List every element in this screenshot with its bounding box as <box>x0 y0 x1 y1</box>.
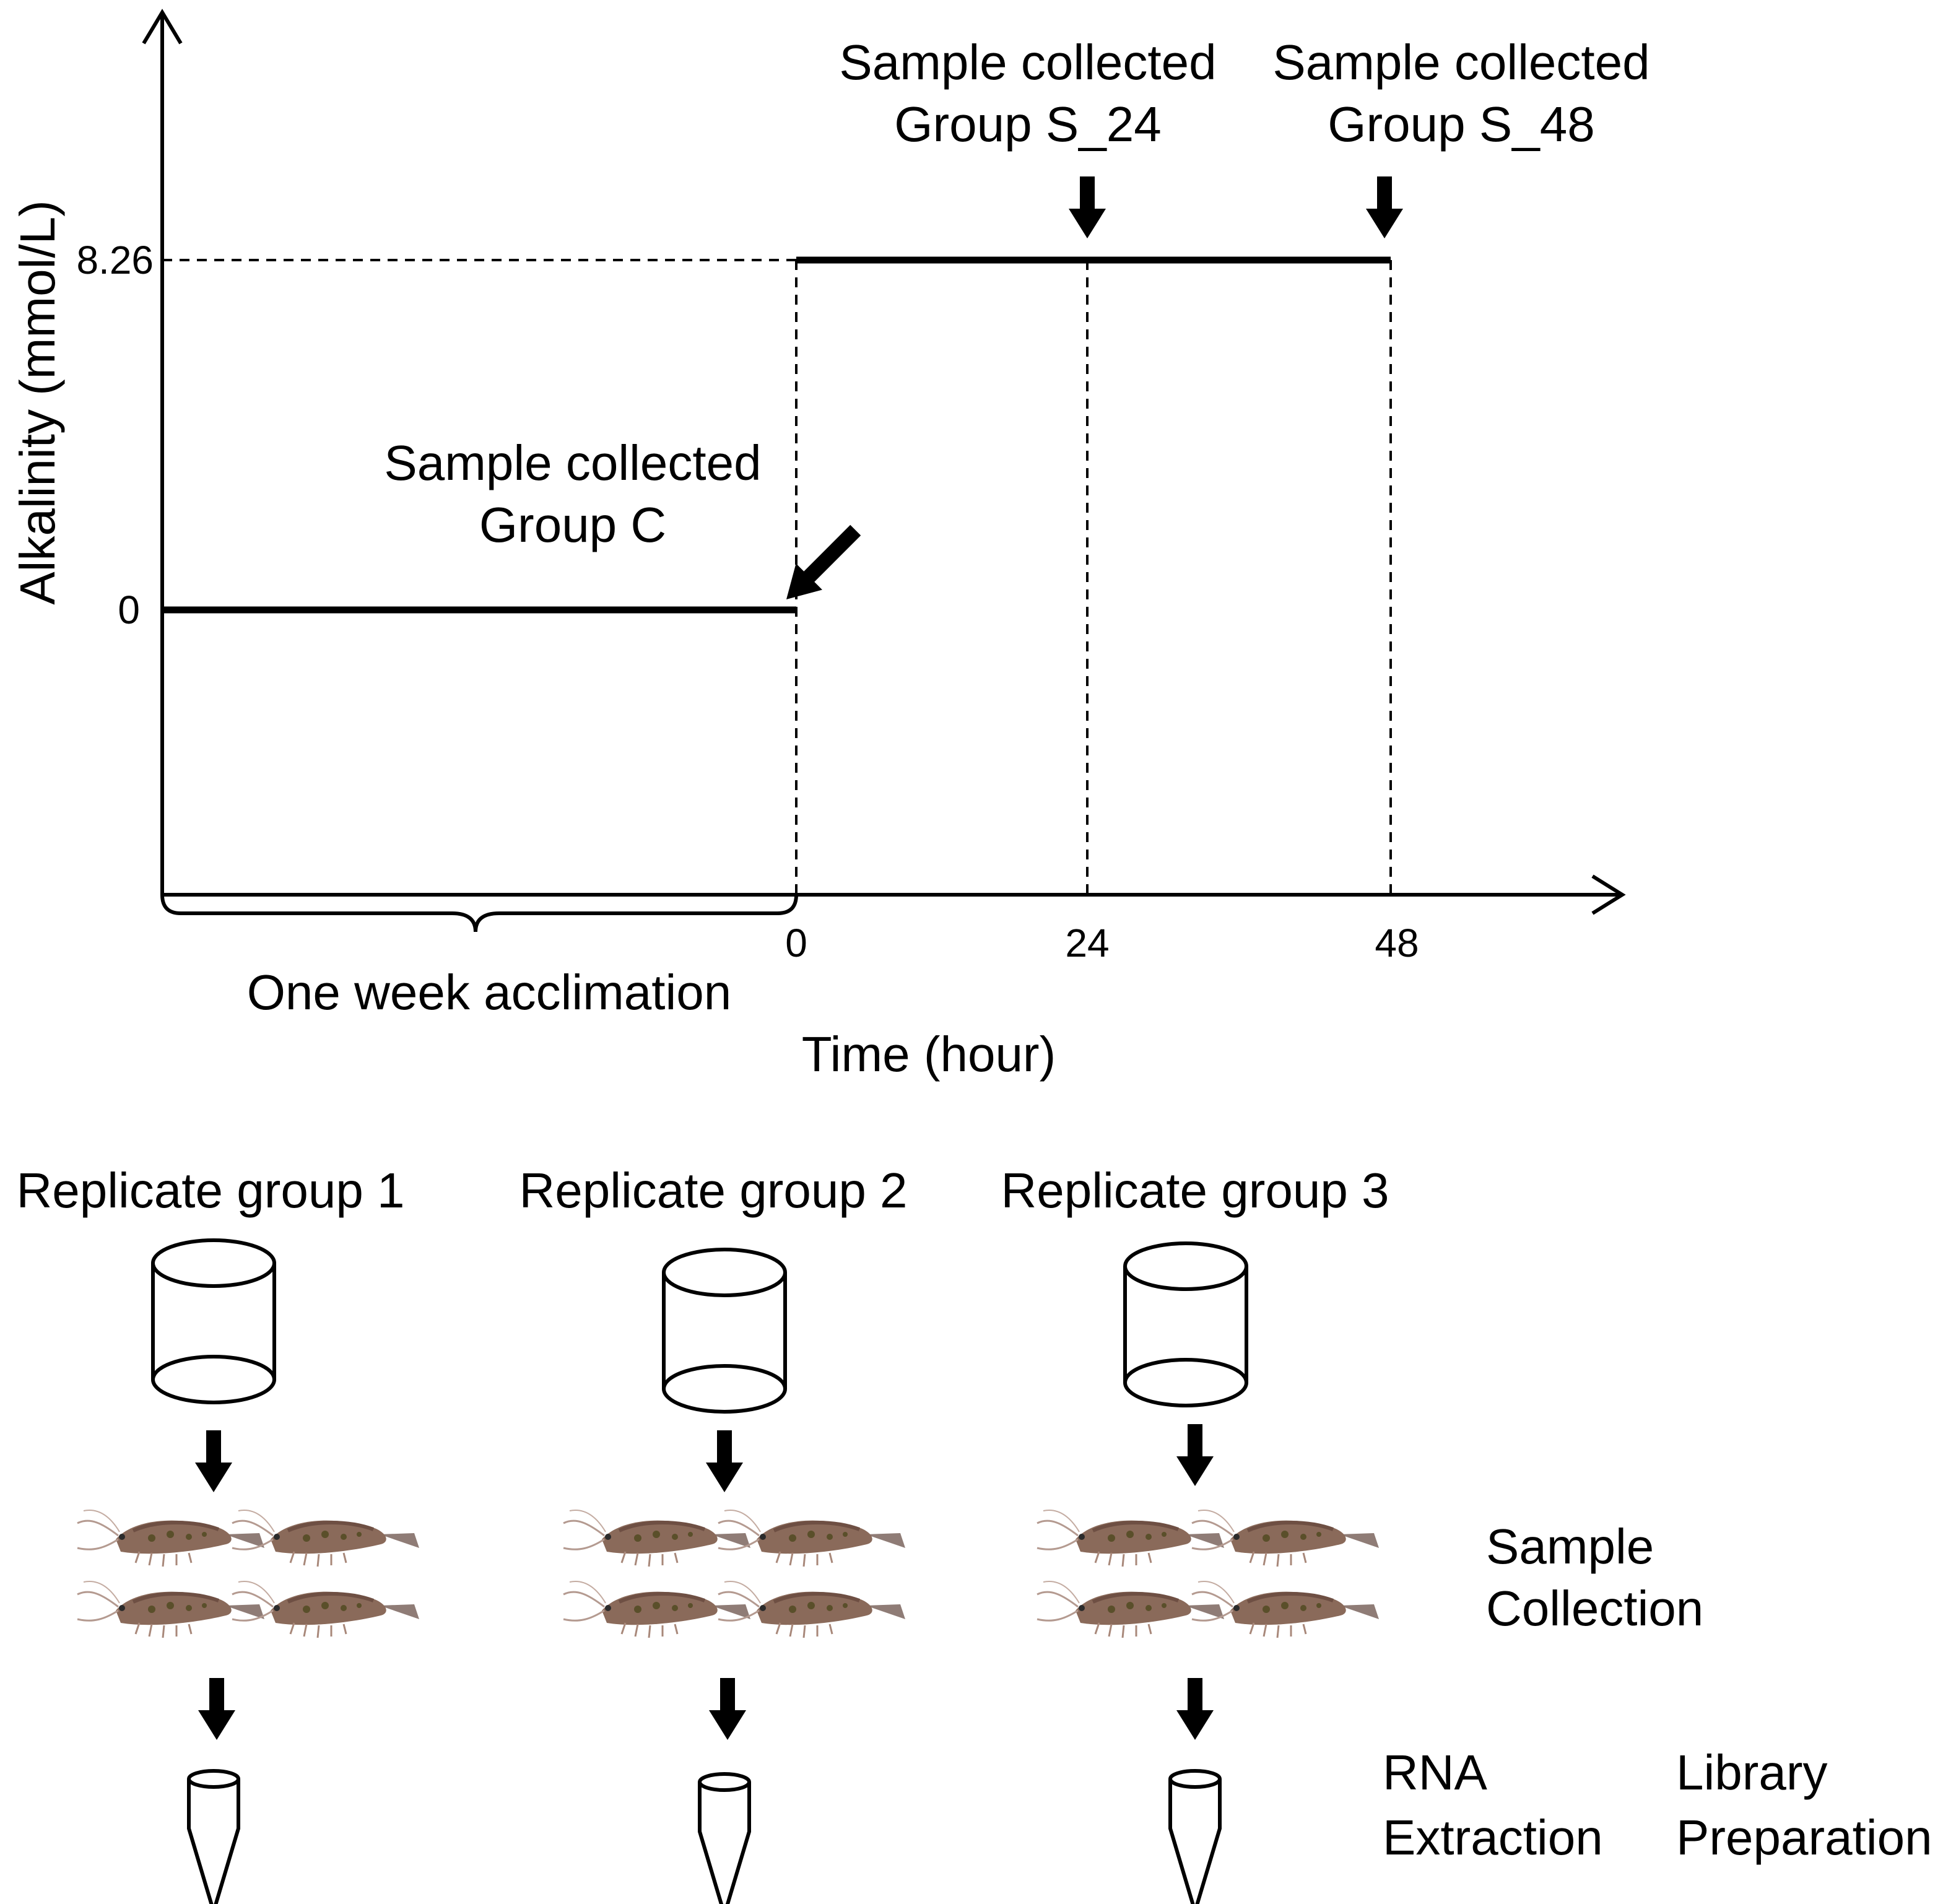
tank-icon <box>664 1250 785 1412</box>
acclimation-label: One week acclimation <box>247 965 732 1020</box>
annotation-group-c: Sample collected Group C <box>384 435 861 599</box>
svg-text:Extraction: Extraction <box>1383 1810 1603 1865</box>
down-arrow-icon <box>709 1678 746 1740</box>
down-arrow-icon <box>706 1430 743 1492</box>
replicate-column-2: Replicate group 2 <box>519 1163 908 1904</box>
x-axis <box>162 874 1626 915</box>
annotation-line1: Sample collected <box>384 435 761 490</box>
svg-text:Collection: Collection <box>1486 1581 1703 1636</box>
annotation-group-s24: Sample collected Group S_24 <box>839 35 1217 238</box>
x-tick-label: 48 <box>1375 921 1419 965</box>
step-label-rna-extraction: RNA Extraction <box>1383 1745 1603 1865</box>
y-tick-label: 0 <box>118 588 140 632</box>
y-axis-title: Alkalinity (mmol/L) <box>10 200 65 604</box>
annotation-line1: Sample collected <box>1272 35 1650 90</box>
y-tick-label: 8.26 <box>76 238 154 282</box>
annotation-line2: Group C <box>479 497 666 552</box>
diagonal-arrow-icon <box>786 524 861 599</box>
replicate-title: Replicate group 2 <box>519 1163 907 1218</box>
tube-icon <box>1170 1771 1220 1904</box>
down-arrow-icon <box>1176 1678 1214 1740</box>
annotation-line2: Group S_48 <box>1328 97 1594 152</box>
down-arrow-icon <box>195 1430 232 1492</box>
tank-icon <box>153 1240 274 1402</box>
reference-lines <box>162 259 1392 895</box>
shrimp-icon <box>563 1510 905 1638</box>
step-label-sample-collection: Sample Collection <box>1486 1519 1703 1636</box>
shrimp-icon <box>1037 1510 1379 1638</box>
x-axis-title: Time (hour) <box>802 1027 1056 1082</box>
replicate-title: Replicate group 3 <box>1001 1163 1389 1218</box>
down-arrow-icon <box>1366 176 1403 238</box>
tank-icon <box>1125 1243 1246 1406</box>
annotation-line2: Group S_24 <box>894 97 1161 152</box>
replicate-column-1: Replicate group 1 <box>16 1163 419 1904</box>
shrimp-icon <box>77 1510 419 1638</box>
down-arrow-icon <box>1176 1424 1214 1486</box>
down-arrow-icon <box>198 1678 235 1740</box>
step-label-library-preparation: Library Preparation <box>1676 1745 1932 1865</box>
annotation-group-s48: Sample collected Group S_48 <box>1272 35 1650 238</box>
tube-icon <box>700 1774 749 1904</box>
acclimation-brace <box>160 894 798 932</box>
down-arrow-icon <box>1069 176 1106 238</box>
svg-text:Sample: Sample <box>1486 1519 1654 1574</box>
svg-text:Library: Library <box>1676 1745 1828 1800</box>
x-tick-label: 24 <box>1065 921 1109 965</box>
replicate-title: Replicate group 1 <box>16 1163 404 1218</box>
replicate-column-3: Replicate group 3 <box>1001 1163 1389 1904</box>
svg-text:Preparation: Preparation <box>1676 1810 1932 1865</box>
y-axis <box>142 9 183 895</box>
svg-text:RNA: RNA <box>1383 1745 1488 1800</box>
x-tick-label: 0 <box>785 921 807 965</box>
tube-icon <box>189 1771 238 1904</box>
annotation-line1: Sample collected <box>839 35 1216 90</box>
